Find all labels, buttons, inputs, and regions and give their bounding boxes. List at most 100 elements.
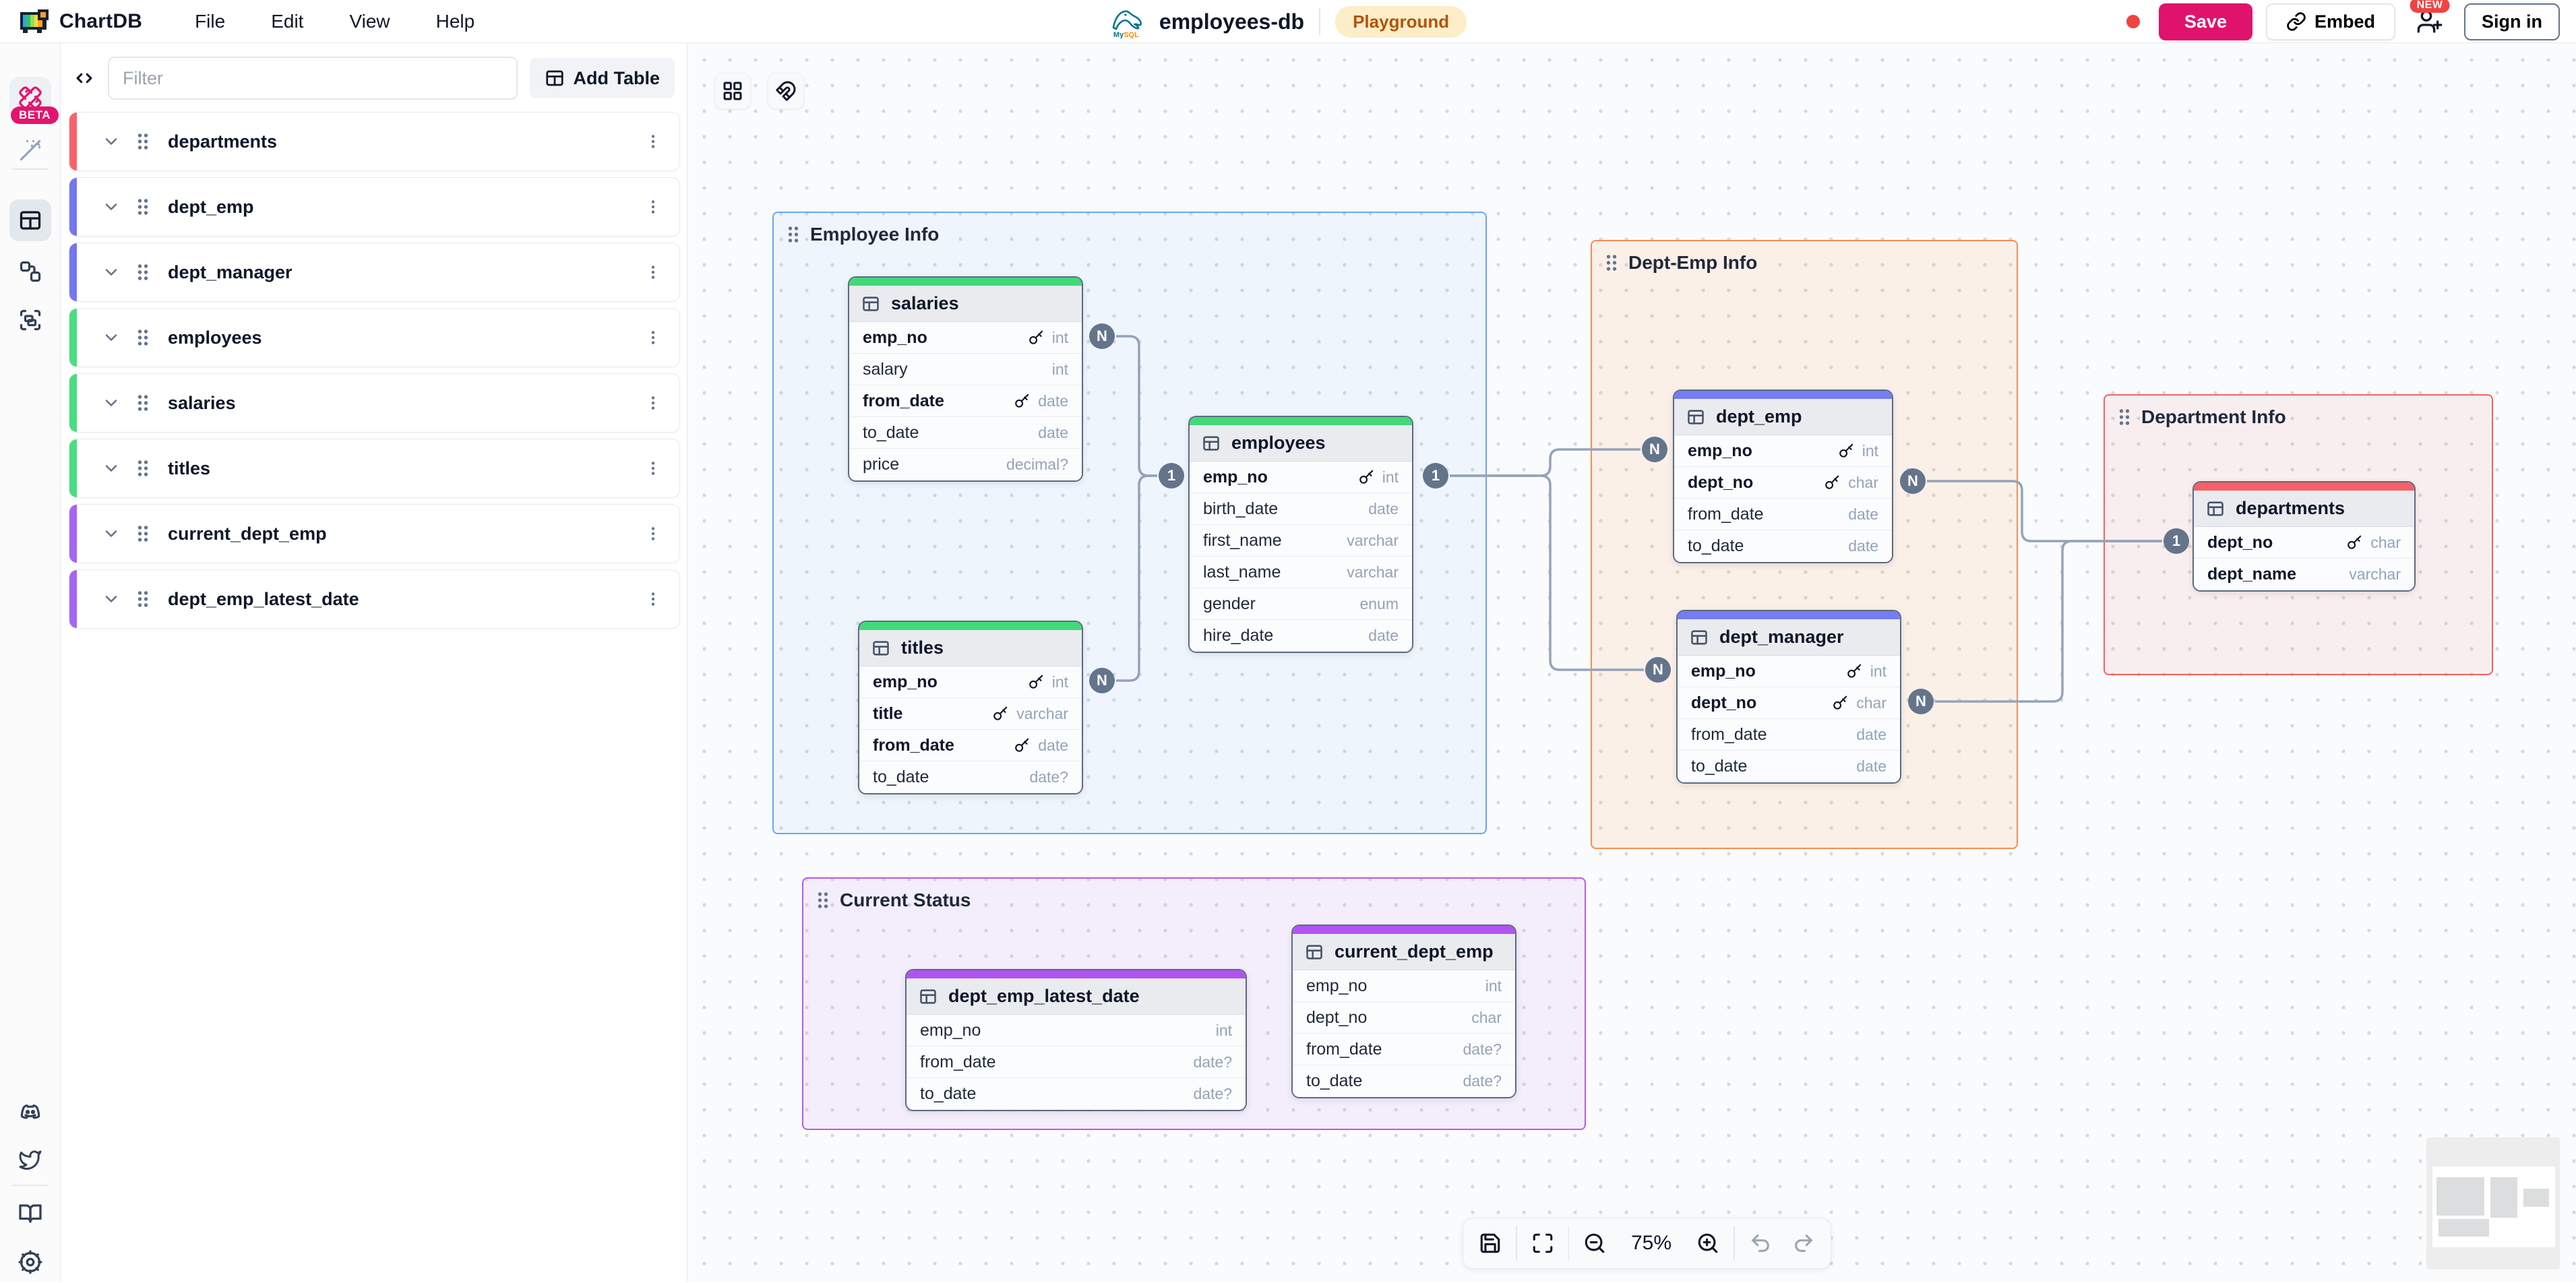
docs-button[interactable]	[9, 1193, 51, 1234]
add-table-button[interactable]: Add Table	[530, 58, 675, 98]
drag-handle-icon[interactable]	[135, 262, 150, 282]
drag-handle-icon[interactable]	[135, 131, 150, 152]
table-header[interactable]: titles	[859, 630, 1082, 666]
signin-button[interactable]: Sign in	[2464, 3, 2560, 40]
table-menu-button[interactable]	[644, 525, 662, 542]
table-header[interactable]: salaries	[849, 286, 1082, 322]
relationship-edge[interactable]	[1450, 448, 1640, 477]
ai-wand-button[interactable]	[9, 129, 51, 171]
zoom-level[interactable]: 75%	[1630, 1232, 1672, 1254]
snap-magnet-button[interactable]	[768, 73, 804, 109]
chevron-down-icon[interactable]	[102, 328, 121, 347]
sidebar-table-row-departments[interactable]: departments	[69, 112, 680, 171]
minimap[interactable]	[2426, 1137, 2560, 1270]
fit-view-button[interactable]	[1521, 1223, 1564, 1263]
chevron-down-icon[interactable]	[102, 263, 121, 282]
drag-handle-icon[interactable]	[135, 458, 150, 478]
settings-button[interactable]	[9, 1241, 51, 1283]
chevron-down-icon[interactable]	[102, 394, 121, 412]
invite-user-button[interactable]: NEW	[2409, 0, 2451, 42]
table-header[interactable]: employees	[1190, 425, 1412, 462]
redo-button[interactable]	[1782, 1223, 1825, 1263]
drag-handle-icon[interactable]	[135, 524, 150, 544]
table-menu-button[interactable]	[644, 133, 662, 150]
sidebar-table-row-dept_manager[interactable]: dept_manager	[69, 243, 680, 302]
table-menu-button[interactable]	[644, 263, 662, 281]
sidebar-table-row-employees[interactable]: employees	[69, 308, 680, 367]
chevron-down-icon[interactable]	[102, 459, 121, 478]
drag-handle-icon[interactable]	[135, 393, 150, 413]
sidebar-table-row-current_dept_emp[interactable]: current_dept_emp	[69, 504, 680, 563]
drag-handle-icon[interactable]	[135, 589, 150, 609]
table-menu-button[interactable]	[644, 329, 662, 346]
table-header[interactable]: dept_manager	[1678, 619, 1900, 656]
chevron-down-icon[interactable]	[102, 132, 121, 151]
table-menu-button[interactable]	[644, 198, 662, 216]
areas-panel-button[interactable]	[9, 299, 51, 341]
tables-panel-button[interactable]	[9, 199, 51, 241]
sidebar-table-row-dept_emp_latest_date[interactable]: dept_emp_latest_date	[69, 569, 680, 629]
relationship-edge[interactable]	[1927, 480, 2162, 542]
zoom-out-button[interactable]	[1573, 1223, 1616, 1263]
chevron-down-icon[interactable]	[102, 197, 121, 216]
menu-help[interactable]: Help	[435, 10, 475, 32]
filter-input[interactable]	[108, 57, 518, 100]
diagram-title[interactable]: employees-db	[1159, 9, 1305, 34]
save-diagram-button[interactable]	[1469, 1223, 1512, 1263]
sidebar-table-row-titles[interactable]: titles	[69, 439, 680, 498]
chevron-down-icon[interactable]	[102, 524, 121, 543]
drag-handle-icon[interactable]	[135, 327, 150, 348]
menu-file[interactable]: File	[195, 10, 226, 32]
chevron-down-icon[interactable]	[102, 590, 121, 608]
sidebar-table-row-salaries[interactable]: salaries	[69, 373, 680, 433]
drag-handle-icon[interactable]	[1604, 253, 1619, 273]
embed-button[interactable]: Embed	[2265, 3, 2395, 40]
relationships-panel-button[interactable]	[9, 251, 51, 292]
menu-edit[interactable]: Edit	[271, 10, 304, 32]
zoom-in-button[interactable]	[1686, 1223, 1729, 1263]
drag-handle-icon[interactable]	[2117, 407, 2132, 427]
sidebar-table-row-dept_emp[interactable]: dept_emp	[69, 177, 680, 237]
table-menu-button[interactable]	[644, 394, 662, 412]
relationship-edge[interactable]	[1116, 335, 1157, 477]
drag-handle-icon[interactable]	[816, 890, 830, 910]
discord-link-button[interactable]	[9, 1092, 51, 1133]
drag-handle-icon[interactable]	[135, 197, 150, 217]
table-menu-button[interactable]	[644, 460, 662, 477]
menu-view[interactable]: View	[349, 10, 390, 32]
